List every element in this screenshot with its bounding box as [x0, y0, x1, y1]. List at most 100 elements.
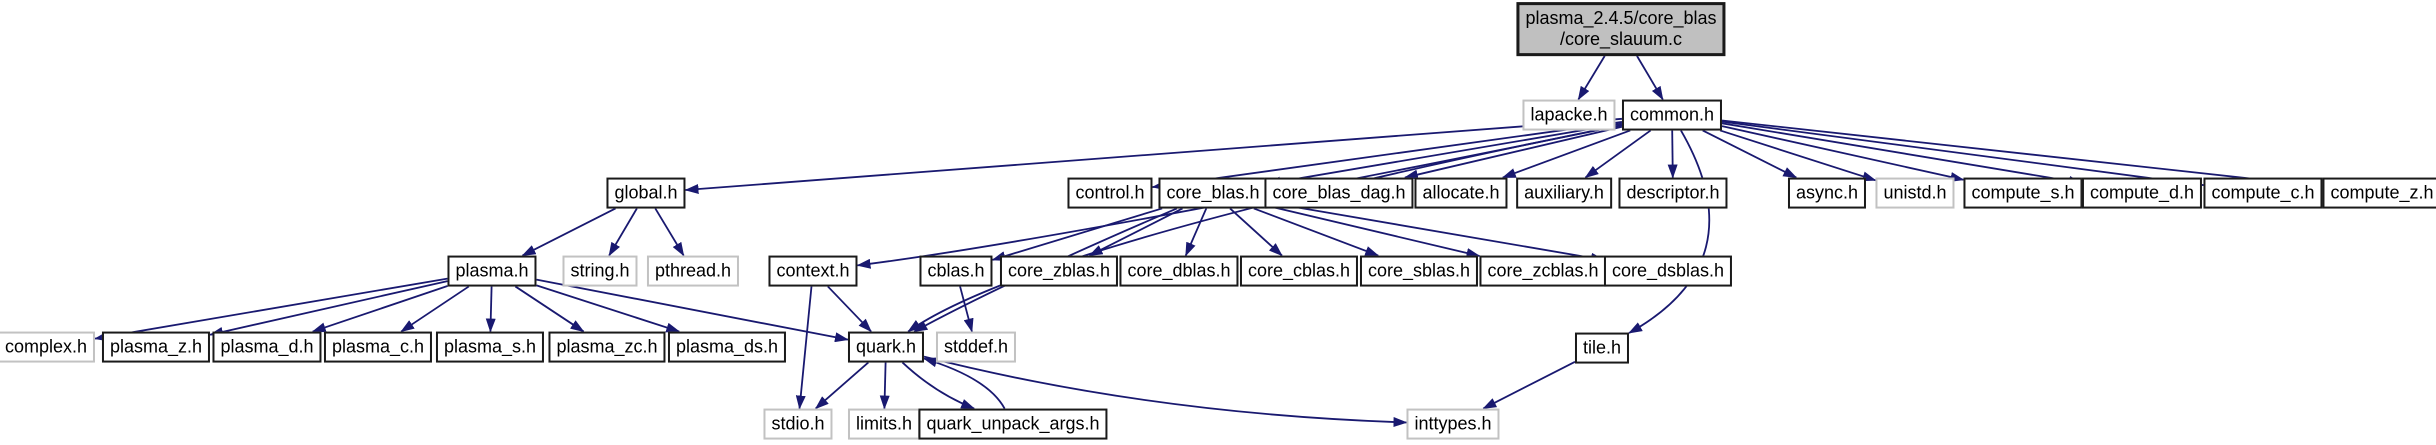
edge-common-to-compute_z	[1721, 119, 2324, 191]
edge-common-to-unistd	[1719, 129, 1877, 182]
edge-tile-to-inttypes	[1482, 360, 1576, 410]
node-label: control.h	[1075, 182, 1145, 203]
node-plasma[interactable]: plasma.h	[447, 255, 537, 287]
node-limits: limits.h	[847, 408, 921, 440]
node-allocate[interactable]: allocate.h	[1414, 177, 1508, 209]
edge-common-to-allocate	[1501, 129, 1631, 179]
node-stddef: stddef.h	[935, 331, 1017, 363]
node-async[interactable]: async.h	[1787, 177, 1867, 209]
node-core_blas[interactable]: core_blas.h	[1158, 177, 1268, 209]
node-label: core_zcblas.h	[1487, 260, 1599, 281]
node-cblas[interactable]: cblas.h	[919, 255, 993, 287]
node-label: unistd.h	[1883, 182, 1947, 203]
edge-common-to-quark	[907, 124, 1623, 333]
node-compute_z[interactable]: compute_z.h	[2322, 177, 2436, 209]
edge-plasma-to-plasma_ds	[536, 284, 681, 333]
node-label: complex.h	[4, 336, 88, 357]
node-label: stdio.h	[771, 413, 825, 434]
node-compute_c[interactable]: compute_c.h	[2203, 177, 2323, 209]
node-core_zcblas[interactable]: core_zcblas.h	[1479, 255, 1607, 287]
node-core_blas_dag[interactable]: core_blas_dag.h	[1264, 177, 1414, 209]
node-label: plasma_ds.h	[675, 336, 779, 357]
node-label: cblas.h	[927, 260, 985, 281]
node-string: string.h	[562, 255, 638, 287]
edge-plasma-to-plasma_z	[209, 280, 448, 337]
node-label: core_dsblas.h	[1611, 260, 1725, 281]
edge-common-to-auxiliary	[1584, 129, 1652, 179]
node-quark[interactable]: quark.h	[847, 331, 925, 363]
node-lapacke: lapacke.h	[1522, 99, 1616, 131]
node-descriptor[interactable]: descriptor.h	[1618, 177, 1728, 209]
node-label: plasma_s.h	[443, 336, 537, 357]
node-plasma_zc[interactable]: plasma_zc.h	[548, 331, 666, 363]
node-core_dsblas[interactable]: core_dsblas.h	[1603, 255, 1733, 287]
node-plasma_c[interactable]: plasma_c.h	[323, 331, 433, 363]
edge-core_blas-to-core_dblas	[1184, 208, 1208, 257]
node-label: compute_c.h	[2211, 182, 2315, 203]
node-auxiliary[interactable]: auxiliary.h	[1516, 177, 1612, 209]
edge-cblas-to-stddef	[959, 286, 974, 333]
edge-context-to-stdio	[795, 286, 813, 410]
node-label: plasma_z.h	[109, 336, 203, 357]
edge-common-to-core_blas	[1266, 122, 1623, 187]
node-label: compute_z.h	[2330, 182, 2434, 203]
edge-core_slauum-to-common	[1636, 55, 1664, 101]
node-label: plasma_d.h	[220, 336, 314, 357]
edge-core_blas-to-core_zblas	[1088, 207, 1183, 257]
node-label: descriptor.h	[1626, 182, 1720, 203]
edge-quark-to-quark_unpack	[901, 361, 976, 410]
node-label: common.h	[1629, 104, 1715, 125]
edge-core_slauum-to-lapacke	[1577, 55, 1606, 101]
node-label: /core_slauum.c	[1559, 29, 1683, 49]
node-label: core_dblas.h	[1127, 260, 1231, 281]
node-label: core_cblas.h	[1247, 260, 1351, 281]
node-compute_s[interactable]: compute_s.h	[1963, 177, 2083, 209]
node-label: auxiliary.h	[1524, 182, 1604, 203]
edge-plasma-to-plasma_zc	[514, 285, 585, 333]
node-common[interactable]: common.h	[1621, 99, 1723, 131]
node-label: tile.h	[1582, 337, 1622, 358]
node-label: limits.h	[855, 413, 913, 434]
node-label: inttypes.h	[1414, 413, 1492, 434]
node-label: pthread.h	[654, 260, 732, 281]
node-plasma_z[interactable]: plasma_z.h	[101, 331, 211, 363]
edge-common-to-async	[1702, 129, 1798, 179]
edge-plasma-to-quark	[536, 278, 849, 343]
node-label: context.h	[776, 260, 850, 281]
node-core_zblas[interactable]: core_zblas.h	[999, 255, 1119, 287]
node-quark_unpack[interactable]: quark_unpack_args.h	[918, 408, 1108, 440]
node-plasma_d[interactable]: plasma_d.h	[212, 331, 322, 363]
edge-common-to-global	[684, 117, 1623, 194]
edge-plasma-to-complex	[94, 277, 448, 342]
node-unistd: unistd.h	[1875, 177, 1955, 209]
edge-quark-to-inttypes	[923, 355, 1408, 428]
node-plasma_s[interactable]: plasma_s.h	[435, 331, 545, 363]
node-label: global.h	[614, 182, 678, 203]
node-label: quark.h	[855, 336, 917, 357]
node-core_sblas[interactable]: core_sblas.h	[1359, 255, 1479, 287]
edge-core_blas-to-core_cblas	[1229, 207, 1283, 257]
node-label: compute_d.h	[2089, 182, 2195, 203]
edge-core_blas-to-core_dsblas	[1267, 201, 1605, 263]
node-label: compute_s.h	[1971, 182, 2075, 203]
edge-common-to-core_blas_dag	[1403, 125, 1623, 180]
edge-plasma-to-plasma_c	[400, 285, 470, 333]
node-compute_d[interactable]: compute_d.h	[2081, 177, 2203, 209]
edge-common-to-compute_c	[1721, 120, 2205, 189]
edge-core_blas-to-core_sblas	[1253, 207, 1380, 257]
node-global[interactable]: global.h	[606, 177, 686, 209]
node-label: quark_unpack_args.h	[926, 413, 1100, 434]
edge-common-to-compute_s	[1721, 125, 1965, 182]
node-context[interactable]: context.h	[768, 255, 858, 287]
node-core_dblas[interactable]: core_dblas.h	[1119, 255, 1239, 287]
node-core_cblas[interactable]: core_cblas.h	[1239, 255, 1359, 287]
edge-context-to-quark	[827, 285, 872, 333]
node-label: plasma.h	[455, 260, 529, 281]
node-plasma_ds[interactable]: plasma_ds.h	[667, 331, 787, 363]
edge-common-to-descriptor	[1667, 130, 1678, 179]
node-control[interactable]: control.h	[1067, 177, 1153, 209]
node-tile[interactable]: tile.h	[1574, 332, 1630, 364]
node-label: plasma_2.4.5/core_blas	[1525, 8, 1717, 29]
